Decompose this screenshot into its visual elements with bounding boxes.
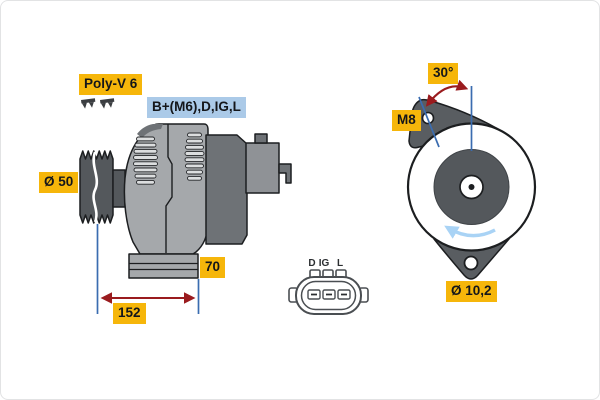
connector-pin-label-l: L <box>336 258 344 269</box>
terminal-hook <box>278 163 292 184</box>
pulley-break-line <box>92 151 99 223</box>
depth-dimension-label: 70 <box>200 257 226 278</box>
terminal-block-tab <box>254 133 268 144</box>
vent-louvers-front <box>133 136 158 185</box>
alternator-front-view <box>406 79 537 280</box>
bottom-mounting-hole <box>463 255 479 271</box>
connector-pin-label-d: D <box>308 258 316 269</box>
counterclockwise-rotation-arrow-icon <box>444 225 496 239</box>
pulley-hub <box>112 169 126 208</box>
rear-housing <box>205 134 248 245</box>
belt-profile-icon <box>81 98 96 109</box>
vent-louvers-rear <box>184 132 205 181</box>
angled-reference-line <box>418 96 440 148</box>
belt-profile-icon <box>100 98 115 109</box>
pulley <box>79 150 114 224</box>
housing-seam <box>165 124 173 253</box>
angle-label: 30° <box>428 63 459 84</box>
top-cap <box>137 124 163 138</box>
connector-pins <box>307 289 351 300</box>
length-dimension-label: 152 <box>113 303 146 324</box>
alternator-side-view <box>79 98 292 279</box>
mounting-foot <box>128 253 199 279</box>
pulley-diameter-label: Ø 50 <box>39 172 79 193</box>
shaft-center <box>468 184 475 190</box>
terminal-block <box>245 142 280 194</box>
thread-size-label: M8 <box>392 110 421 131</box>
terminals-label: B+(M6),D,IG,L <box>147 97 246 118</box>
belt-type-label: Poly-V 6 <box>79 74 143 95</box>
connector-pinout <box>288 269 369 315</box>
mounting-foot-ribs <box>129 262 198 271</box>
connector-pin-label-ig: IG <box>318 258 330 269</box>
angle-arc-arrow <box>425 79 469 107</box>
dimension-152 <box>96 224 200 314</box>
hole-diameter-label: Ø 10,2 <box>446 281 497 302</box>
